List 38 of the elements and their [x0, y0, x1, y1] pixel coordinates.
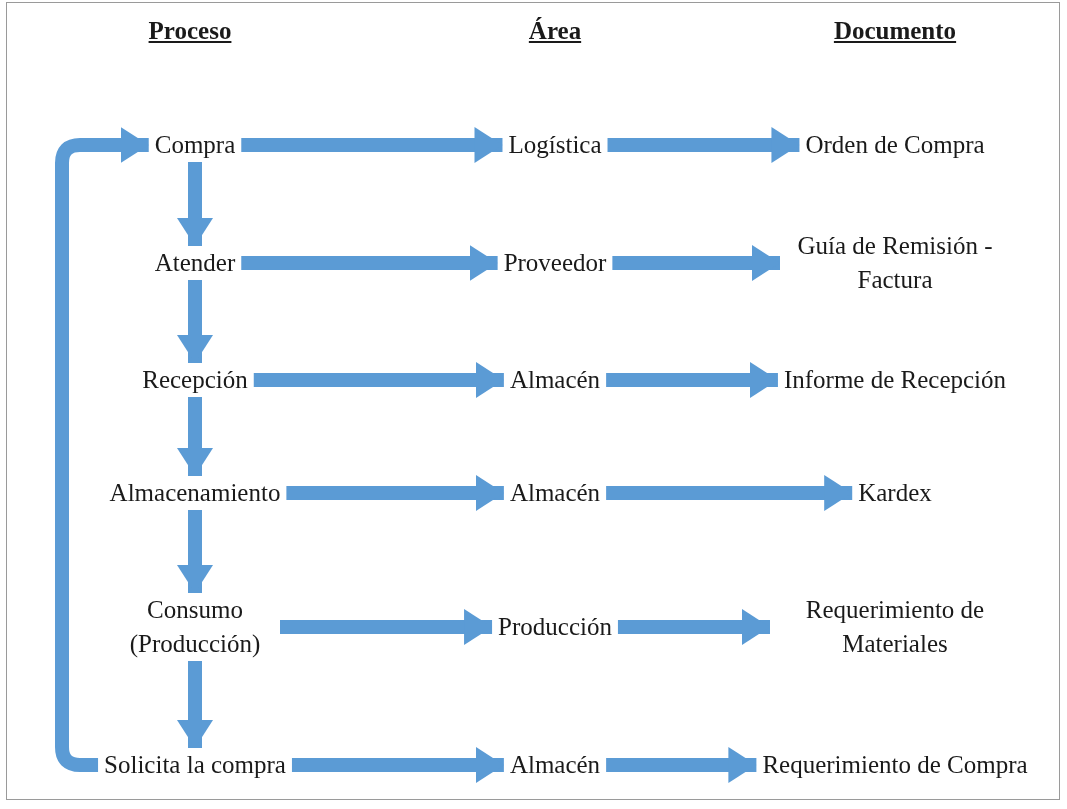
- step-text: Orden de Compra: [805, 130, 985, 160]
- step-text: Kardex: [858, 478, 932, 508]
- block-arrow: [617, 609, 770, 645]
- step-text: Compra: [154, 130, 236, 160]
- step-text: Almacén: [509, 478, 601, 508]
- step-text: Requerimiento de Materiales: [804, 595, 986, 659]
- block-arrow: [606, 747, 757, 783]
- block-arrow: [177, 510, 213, 593]
- column-heading: Área: [528, 16, 582, 46]
- step-text: Almacén: [509, 365, 601, 395]
- block-arrow: [241, 245, 498, 281]
- step-text: Producción: [498, 612, 612, 642]
- step-text: Almacenamiento: [109, 478, 281, 508]
- step-text: Solicita la compra: [104, 750, 286, 780]
- block-arrow: [606, 475, 853, 511]
- column-heading: Proceso: [148, 16, 232, 46]
- step-text: Proveedor: [503, 248, 607, 278]
- step-text: Guía de Remisión - Factura: [796, 231, 994, 295]
- step-text: Informe de Recepción: [783, 365, 1007, 395]
- block-arrow: [286, 475, 504, 511]
- block-arrow: [241, 127, 503, 163]
- block-arrow: [253, 362, 504, 398]
- block-arrow: [177, 397, 213, 476]
- block-arrow: [177, 661, 213, 748]
- step-text: Atender: [154, 248, 236, 278]
- step-text: Recepción: [142, 365, 248, 395]
- step-text: Consumo (Producción): [128, 595, 262, 659]
- block-arrow: [280, 609, 493, 645]
- block-arrow: [177, 280, 213, 363]
- block-arrow: [291, 747, 504, 783]
- step-text: Logística: [508, 130, 602, 160]
- step-text: Almacén: [509, 750, 601, 780]
- block-arrow: [606, 362, 778, 398]
- block-arrow: [612, 245, 780, 281]
- block-arrow: [177, 162, 213, 246]
- block-arrow: [607, 127, 800, 163]
- column-heading: Documento: [833, 16, 957, 46]
- step-text: Requerimiento de Compra: [762, 750, 1028, 780]
